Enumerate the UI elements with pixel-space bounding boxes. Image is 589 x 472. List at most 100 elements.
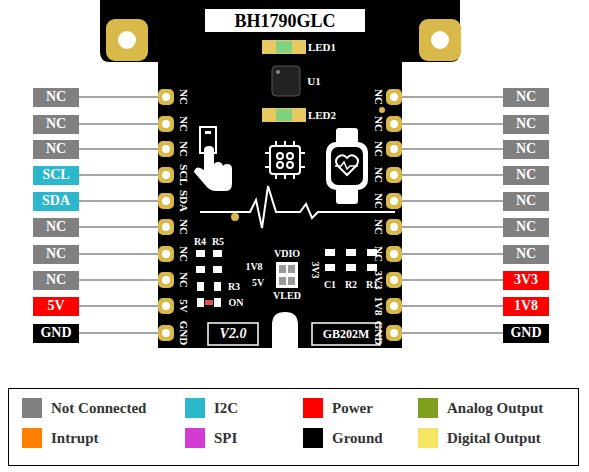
legend-entry: Intrupt bbox=[22, 428, 99, 448]
pin-hole bbox=[390, 171, 398, 179]
legend-swatch bbox=[303, 428, 323, 448]
pin-pad bbox=[386, 167, 402, 183]
pin-hole bbox=[390, 302, 398, 310]
silkscreen-label: 1V8 bbox=[245, 262, 262, 272]
silkscreen-label: U1 bbox=[307, 76, 320, 87]
pin-name: SCL bbox=[42, 168, 69, 182]
pin-hole bbox=[390, 250, 398, 258]
silkscreen-label: NC bbox=[373, 219, 384, 235]
legend-text: Analog Output bbox=[447, 401, 543, 416]
silkscreen-label: R3 bbox=[228, 282, 240, 292]
leader-line bbox=[79, 279, 160, 281]
pin-label-box: NC bbox=[503, 245, 549, 264]
pin-label-box: NC bbox=[33, 115, 79, 134]
pin-name: NC bbox=[516, 220, 536, 234]
leader-line bbox=[400, 148, 503, 150]
leader-line bbox=[400, 305, 503, 307]
jumper-pads bbox=[276, 262, 298, 288]
pin-name: 5V bbox=[47, 299, 64, 313]
pin-pad bbox=[158, 89, 174, 105]
title-box bbox=[205, 9, 365, 32]
pin-name: NC bbox=[46, 220, 66, 234]
pin-name: NC bbox=[46, 273, 66, 287]
pulse-line bbox=[200, 186, 395, 228]
silkscreen-label: NC bbox=[178, 272, 189, 288]
watch-icon bbox=[326, 128, 368, 204]
pin-pad bbox=[158, 325, 174, 341]
pin-label-box: NC bbox=[33, 218, 79, 237]
legend-entry: Ground bbox=[303, 428, 383, 448]
silkscreen-label: LED2 bbox=[308, 110, 336, 121]
silkscreen-label: SCL bbox=[178, 164, 189, 185]
pin-label-box: 5V bbox=[33, 297, 79, 316]
silkscreen-label: NC bbox=[178, 141, 189, 157]
pin-pad bbox=[386, 272, 402, 288]
pin-pad bbox=[158, 141, 174, 157]
pin-hole bbox=[162, 250, 170, 258]
legend-swatch bbox=[22, 428, 42, 448]
silkscreen-label: 1V8 bbox=[373, 297, 384, 316]
pin-name: SDA bbox=[42, 194, 70, 208]
pin-hole bbox=[162, 223, 170, 231]
silkscreen-label: R2 bbox=[345, 280, 357, 290]
silkscreen-label: NC bbox=[373, 167, 384, 183]
leader-line bbox=[400, 253, 503, 255]
legend-swatch bbox=[185, 428, 205, 448]
leader-line bbox=[79, 148, 160, 150]
silkscreen-label: NC bbox=[178, 116, 189, 132]
pin-hole bbox=[162, 145, 170, 153]
silkscreen-label: ON bbox=[229, 298, 244, 308]
silkscreen-label: VLED bbox=[273, 291, 301, 301]
leader-line bbox=[79, 96, 160, 98]
via-dot bbox=[231, 213, 239, 221]
pin-name: NC bbox=[46, 117, 66, 131]
silkscreen-label: GND bbox=[178, 321, 189, 345]
board-outline bbox=[100, 0, 460, 348]
pin-hole bbox=[390, 276, 398, 284]
pin-label-box: 3V3 bbox=[503, 271, 549, 290]
pin-pad bbox=[386, 193, 402, 209]
silkscreen-label: 3V3 bbox=[310, 261, 320, 278]
leader-line bbox=[79, 253, 160, 255]
pin-pad bbox=[386, 246, 402, 262]
legend-entry: Power bbox=[303, 398, 373, 418]
version-box bbox=[208, 323, 258, 345]
pin-pad bbox=[386, 141, 402, 157]
legend-swatch bbox=[303, 398, 323, 418]
silkscreen-label: SDA bbox=[178, 190, 189, 212]
legend-entry: Digital Output bbox=[418, 428, 541, 448]
pin-label-box: NC bbox=[503, 140, 549, 159]
pin-hole bbox=[390, 93, 398, 101]
pin-pad bbox=[158, 219, 174, 235]
silkscreen-label: VDIO bbox=[274, 249, 300, 259]
pin-pad bbox=[158, 298, 174, 314]
leader-line bbox=[79, 332, 160, 334]
pin-name: NC bbox=[516, 247, 536, 261]
pin-pad bbox=[158, 116, 174, 132]
pin-label-box: NC bbox=[503, 192, 549, 211]
legend-text: Ground bbox=[332, 431, 383, 446]
leader-line bbox=[400, 174, 503, 176]
pin-hole bbox=[162, 197, 170, 205]
pin-label-box: NC bbox=[503, 166, 549, 185]
silkscreen-label: NC bbox=[178, 246, 189, 262]
smd-pads bbox=[196, 249, 377, 307]
pin-name: GND bbox=[510, 326, 541, 340]
silkscreen-label: NC bbox=[373, 89, 384, 105]
pin-hole bbox=[162, 120, 170, 128]
pin-name: GND bbox=[40, 326, 71, 340]
sensor-chip bbox=[272, 66, 300, 96]
pin-label-box: 1V8 bbox=[503, 297, 549, 316]
pin-label-box: GND bbox=[33, 324, 79, 343]
pin-label-box: NC bbox=[33, 140, 79, 159]
pin-name: NC bbox=[516, 90, 536, 104]
silkscreen-label: NC bbox=[373, 116, 384, 132]
pin-name: NC bbox=[46, 247, 66, 261]
pin-label-box: NC bbox=[33, 245, 79, 264]
pin-hole bbox=[162, 171, 170, 179]
leader-line bbox=[400, 123, 503, 125]
silkscreen-label: NC bbox=[373, 141, 384, 157]
pin-group bbox=[79, 89, 503, 341]
pin-name: NC bbox=[46, 90, 66, 104]
leader-line bbox=[79, 123, 160, 125]
